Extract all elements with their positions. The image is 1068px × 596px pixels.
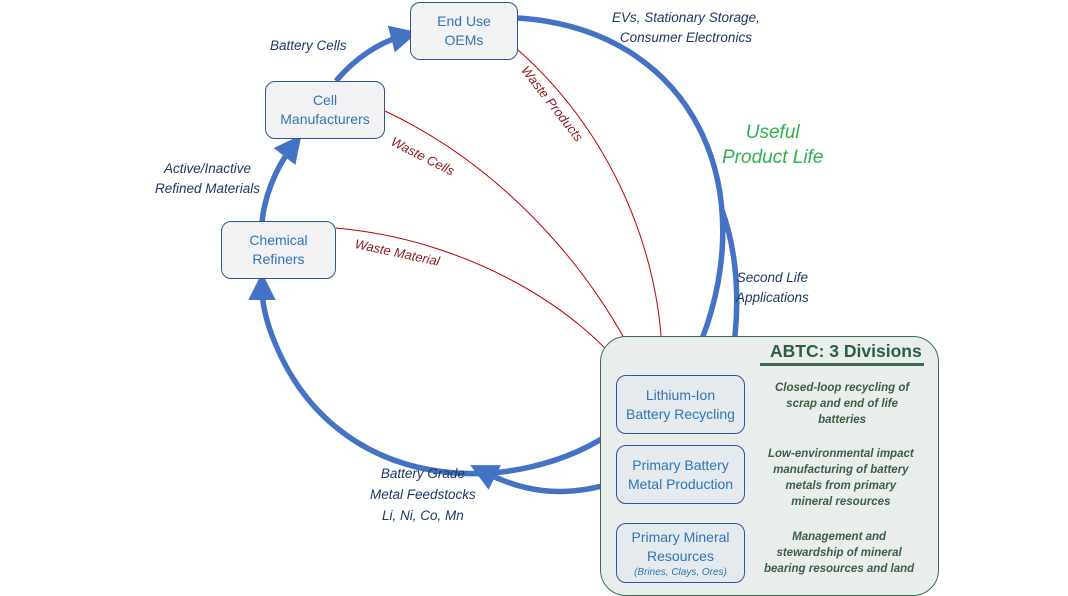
- arrow-recycling-to-refiners: [248, 272, 620, 477]
- division-description-mineral-resources: Management and stewardship of mineral be…: [764, 529, 914, 577]
- label-end-use-applications: EVs, Stationary Storage, Consumer Electr…: [612, 8, 760, 48]
- node-metal-line1: Primary Battery: [632, 456, 729, 473]
- node-primary-mineral-resources: Primary Mineral Resources (Brines, Clays…: [616, 523, 745, 583]
- panel-title: ABTC: 3 Divisions: [770, 341, 922, 361]
- desc-recycling-line2: scrap and end of life: [786, 398, 898, 410]
- label-useful-product-life: Useful Product Life: [722, 120, 823, 170]
- node-chemical-refiners: Chemical Refiners: [221, 221, 336, 279]
- arrow-oems-to-recycling: [517, 15, 726, 381]
- desc-mineral-line1: Management and: [792, 531, 887, 543]
- label-feedstocks-line3: Li, Ni, Co, Mn: [382, 508, 464, 523]
- label-second-life-line1: Second Life: [736, 270, 809, 285]
- waste-arrow-cells: [384, 110, 643, 375]
- node-mineral-line2: Resources: [647, 547, 714, 564]
- arrow-cell-manufacturers-to-oems: [333, 25, 418, 83]
- node-metal-line2: Metal Production: [627, 475, 734, 492]
- node-li-ion-recycling: Lithium-Ion Battery Recycling: [616, 375, 745, 434]
- node-mineral-line1: Primary Mineral: [631, 528, 730, 545]
- desc-metal-line1: Low-environmental impact: [768, 448, 914, 460]
- node-end-use-line1: End Use: [437, 13, 491, 29]
- panel-title-underline: [760, 363, 924, 366]
- label-active-line2: Refined Materials: [155, 181, 261, 196]
- label-useful-line2: Product Life: [722, 147, 824, 168]
- node-mineral-sub: (Brines, Clays, Ores): [634, 566, 727, 578]
- label-evs-line1: EVs, Stationary Storage,: [612, 10, 760, 25]
- desc-recycling-line1: Closed-loop recycling of: [775, 382, 910, 394]
- waste-arrow-products: [517, 49, 667, 375]
- desc-mineral-line2: stewardship of mineral: [776, 547, 902, 559]
- node-recycling-line1: Lithium-Ion: [645, 386, 716, 403]
- desc-mineral-line3: bearing resources and land: [764, 563, 915, 575]
- desc-metal-line2: manufacturing of battery: [773, 464, 909, 476]
- label-active-line1: Active/Inactive: [164, 161, 252, 176]
- node-recycling-line2: Battery Recycling: [626, 405, 735, 422]
- label-second-life: Second Life Applications: [736, 268, 809, 308]
- desc-recycling-line3: batteries: [818, 414, 867, 426]
- label-second-life-line2: Applications: [736, 290, 809, 305]
- arrow-refiners-to-cell-manufacturers: [259, 134, 302, 223]
- arrow-metal-production-to-feedstocks: [470, 465, 617, 495]
- node-end-use-oems: End Use OEMs: [410, 2, 518, 60]
- label-evs-line2: Consumer Electronics: [619, 30, 752, 45]
- division-description-metal-production: Low-environmental impact manufacturing o…: [768, 446, 914, 510]
- node-refiners-line2: Refiners: [252, 251, 305, 267]
- node-cell-line2: Manufacturers: [280, 111, 370, 127]
- label-feedstocks: Battery Grade Metal Feedstocks Li, Ni, C…: [370, 463, 476, 526]
- node-primary-metal-production: Primary Battery Metal Production: [616, 445, 745, 504]
- node-end-use-line2: OEMs: [444, 32, 484, 48]
- label-battery-cells: Battery Cells: [270, 38, 347, 53]
- flow-arrows: [248, 15, 746, 531]
- node-refiners-line1: Chemical: [249, 232, 308, 248]
- desc-metal-line4: mineral resources: [791, 496, 891, 508]
- node-cell-manufacturers: Cell Manufacturers: [265, 81, 385, 139]
- label-active-inactive: Active/Inactive Refined Materials: [155, 159, 260, 199]
- node-cell-line1: Cell: [312, 92, 338, 108]
- desc-metal-line3: metals from primary: [785, 480, 897, 492]
- label-feedstocks-line1: Battery Grade: [380, 466, 465, 481]
- label-useful-line1: Useful: [745, 122, 800, 143]
- division-description-recycling: Closed-loop recycling of scrap and end o…: [775, 380, 909, 428]
- label-feedstocks-line2: Metal Feedstocks: [370, 487, 476, 502]
